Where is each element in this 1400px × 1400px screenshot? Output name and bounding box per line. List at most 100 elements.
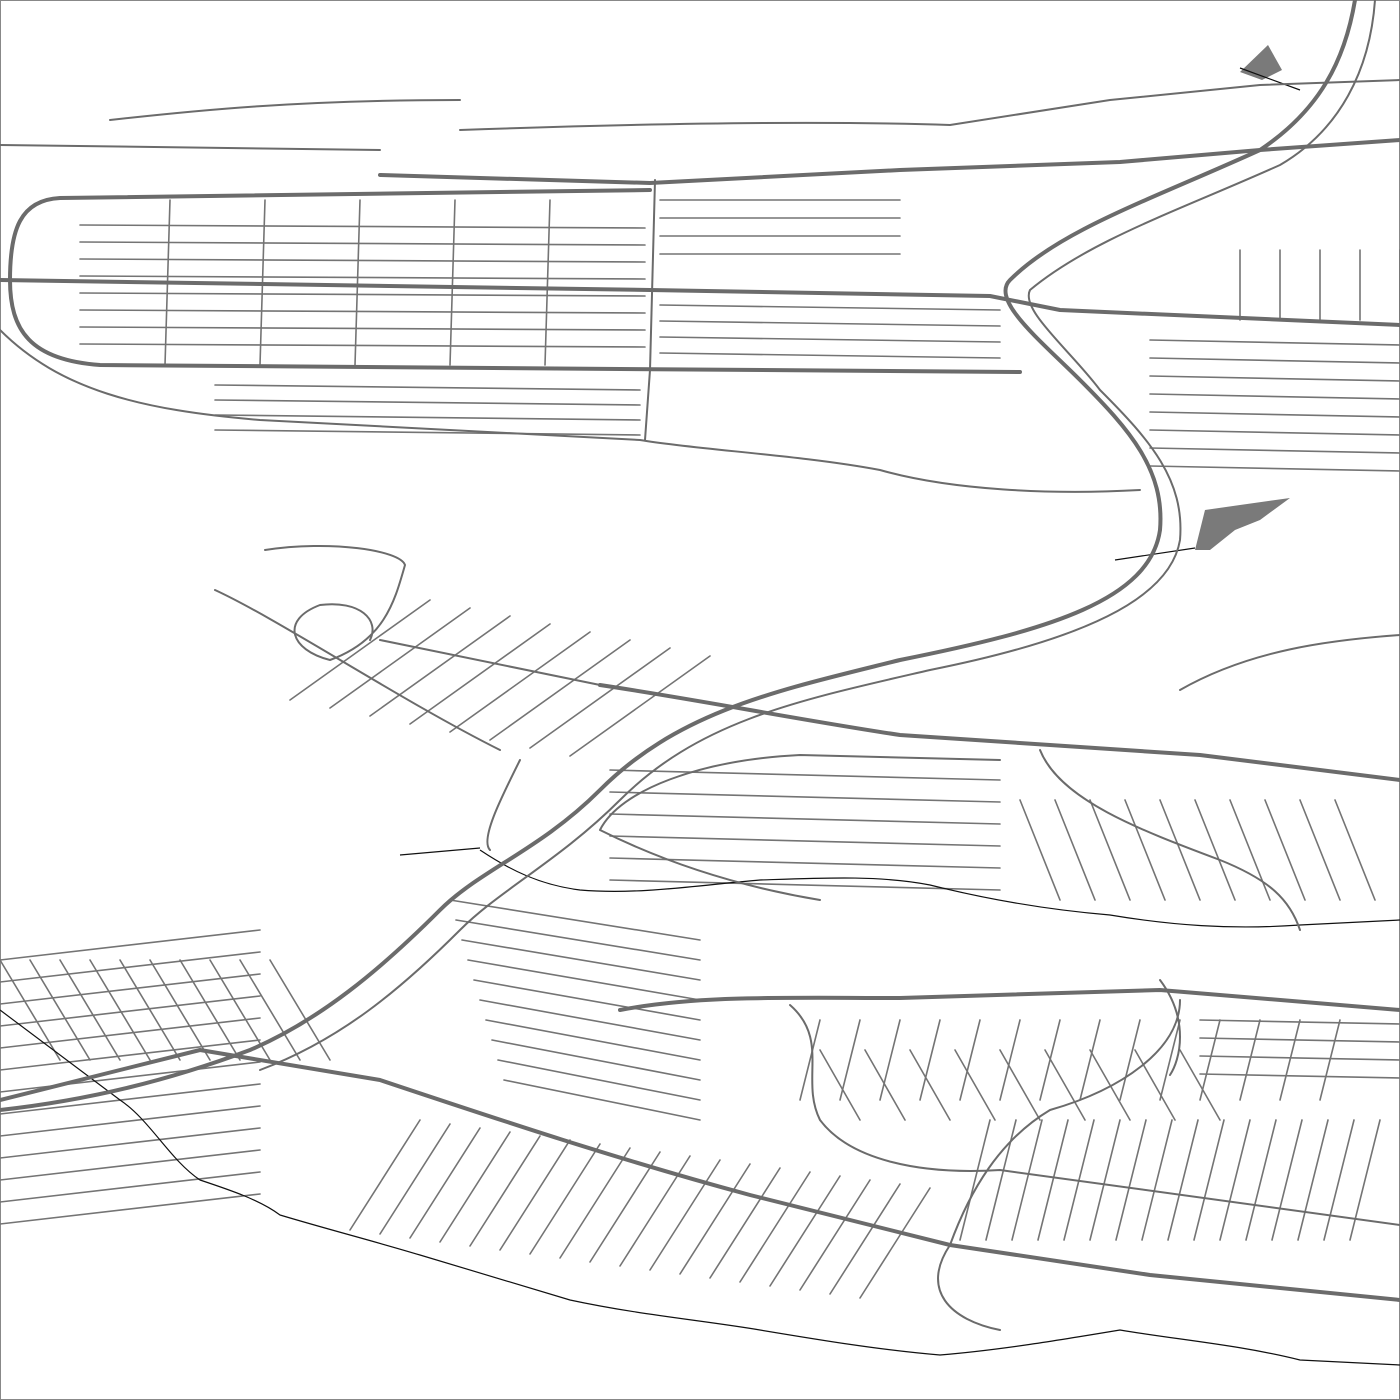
street bbox=[659, 336, 1001, 343]
coastal-road-north bbox=[378, 138, 1400, 185]
street bbox=[1089, 1049, 1131, 1121]
street bbox=[0, 1105, 261, 1137]
coastline-channel bbox=[399, 67, 1301, 856]
street bbox=[529, 1143, 601, 1255]
street bbox=[819, 1049, 861, 1121]
street bbox=[1159, 1019, 1181, 1101]
street bbox=[1219, 1119, 1251, 1241]
street-grids bbox=[0, 199, 1400, 1299]
street bbox=[739, 1171, 811, 1283]
street bbox=[1149, 411, 1400, 418]
street bbox=[985, 1119, 1017, 1241]
street bbox=[1079, 1019, 1101, 1101]
street bbox=[559, 1147, 631, 1259]
street bbox=[769, 1175, 841, 1287]
street bbox=[1149, 447, 1400, 454]
street bbox=[1141, 1119, 1173, 1241]
street bbox=[455, 919, 701, 961]
street bbox=[1271, 1119, 1303, 1241]
street bbox=[0, 1083, 261, 1115]
west-peninsula-loop bbox=[214, 545, 601, 851]
street bbox=[467, 959, 701, 1001]
street bbox=[829, 1183, 901, 1295]
street bbox=[1297, 1119, 1329, 1241]
street bbox=[0, 1039, 261, 1071]
street bbox=[1134, 1049, 1176, 1121]
street bbox=[1199, 1073, 1400, 1079]
street bbox=[1011, 1119, 1043, 1241]
street bbox=[179, 959, 241, 1061]
street bbox=[999, 1019, 1021, 1101]
street bbox=[329, 607, 471, 709]
motorway-parallel bbox=[259, 0, 1376, 1071]
street bbox=[864, 1049, 906, 1121]
outer-road-north bbox=[0, 329, 1141, 493]
street bbox=[799, 1019, 821, 1101]
street bbox=[209, 959, 271, 1061]
street bbox=[609, 879, 1001, 891]
street bbox=[491, 1039, 701, 1081]
street bbox=[59, 959, 121, 1061]
street bbox=[1149, 339, 1400, 346]
street bbox=[503, 1079, 701, 1121]
street bbox=[0, 1171, 261, 1203]
street bbox=[1149, 465, 1400, 472]
street bbox=[529, 647, 671, 749]
street bbox=[489, 639, 631, 741]
street bbox=[609, 857, 1001, 869]
street bbox=[649, 1159, 721, 1271]
street bbox=[214, 414, 641, 421]
street bbox=[589, 1151, 661, 1263]
street bbox=[1194, 799, 1236, 901]
street bbox=[79, 343, 646, 348]
street bbox=[1089, 1119, 1121, 1241]
street bbox=[569, 655, 711, 757]
street bbox=[659, 320, 1001, 327]
street bbox=[79, 224, 646, 229]
street bbox=[1239, 1019, 1261, 1101]
street bbox=[0, 929, 261, 961]
street bbox=[79, 241, 646, 246]
street bbox=[449, 899, 701, 941]
street bbox=[409, 1127, 481, 1239]
street bbox=[1199, 1019, 1221, 1101]
street bbox=[149, 959, 211, 1061]
street bbox=[609, 835, 1001, 847]
street bbox=[1167, 1119, 1199, 1241]
street bbox=[79, 292, 646, 297]
street bbox=[497, 1059, 701, 1101]
inlet-water bbox=[1195, 498, 1290, 550]
street bbox=[0, 1127, 261, 1159]
street bbox=[1199, 1019, 1400, 1025]
street bbox=[1124, 799, 1166, 901]
coastline-mid bbox=[479, 849, 1400, 928]
street bbox=[1334, 799, 1376, 901]
street bbox=[1179, 1049, 1221, 1121]
street bbox=[1245, 1119, 1277, 1241]
street bbox=[659, 304, 1001, 311]
street bbox=[1349, 1119, 1381, 1241]
curved-road-east bbox=[1039, 634, 1400, 931]
street bbox=[479, 999, 701, 1041]
street bbox=[959, 1019, 981, 1101]
street bbox=[879, 1019, 901, 1101]
street bbox=[289, 599, 431, 701]
street bbox=[909, 1049, 951, 1121]
street bbox=[1279, 1019, 1301, 1101]
street bbox=[0, 973, 261, 1005]
street bbox=[1193, 1119, 1225, 1241]
street bbox=[799, 1179, 871, 1291]
street bbox=[214, 399, 641, 406]
street bbox=[1149, 393, 1400, 400]
street bbox=[1149, 357, 1400, 364]
street bbox=[1119, 1019, 1141, 1101]
street bbox=[1323, 1119, 1355, 1241]
street bbox=[119, 959, 181, 1061]
street bbox=[1229, 799, 1271, 901]
street bbox=[79, 275, 646, 280]
street bbox=[679, 1163, 751, 1275]
street bbox=[349, 1119, 421, 1231]
street bbox=[485, 1019, 701, 1061]
south-inner-road bbox=[599, 754, 1001, 901]
